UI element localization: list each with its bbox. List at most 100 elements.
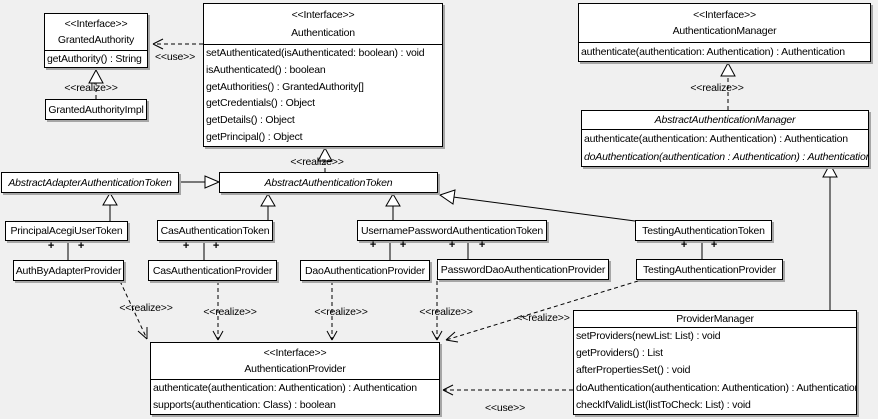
class-name: CasAuthenticationProvider [152,264,273,277]
realize-edge-testingauthenticationprovider[interactable] [445,280,639,343]
cas-authentication-token-class[interactable]: CasAuthenticationToken [157,220,273,241]
realize-edge-abstractauthenticationtoken[interactable] [317,146,333,172]
testing-authentication-provider-class[interactable]: TestingAuthenticationProvider [636,259,783,280]
stereotype-label: <<Interface>> [693,8,756,21]
edge-label-realize-authbyadapterprovider: <<realize>> [119,302,173,314]
class-name: TestingAuthenticationProvider [642,263,777,276]
method-label: doAuthentication(authentication: Authent… [576,381,856,394]
association-plus-mark: + [478,239,486,251]
edge-label-use-authentication-grantedauthority: <<use>> [154,51,196,63]
realize-edge-abstractauthenticationmanager[interactable] [720,61,736,110]
association-plus-mark: + [710,239,718,251]
class-name: UsernamePasswordAuthenticationToken [360,224,544,237]
use-edge-providermanager-authenticationprovider[interactable] [442,384,573,396]
method-label: supports(authentication: Class) : boolea… [153,399,336,411]
association-plus-mark: + [182,240,190,252]
association-plus-mark: + [680,239,688,251]
realize-edge-passworddaoauthenticationprovider[interactable] [431,281,443,341]
class-header: AuthByAdapterProvider [14,261,123,280]
realize-edge-casauthenticationprovider[interactable] [212,281,224,341]
method-label: getAuthorities() : GrantedAuthority[] [206,80,364,93]
realize-edge-grantedauthorityimpl[interactable] [88,68,104,99]
class-header: AbstractAuthenticationManager [582,111,868,129]
association-plus-mark: + [369,239,377,251]
method-label: setAuthenticated(isAuthenticated: boolea… [206,47,425,59]
stereotype-label: <<Interface>> [263,347,327,359]
password-dao-authentication-provider-class[interactable]: PasswordDaoAuthenticationProvider [437,259,609,280]
class-header: AbstractAdapterAuthenticationToken [2,173,178,192]
edge-label-use-providermanager-authenticationprovider: <<use>> [484,402,526,414]
generalization-edge-usernamepasswordtoken[interactable] [385,193,401,220]
association-plus-mark: + [399,239,407,251]
class-header: PasswordDaoAuthenticationProvider [438,260,608,279]
association-plus-mark: + [47,240,55,252]
realize-edge-authbyadapterprovider[interactable] [119,280,148,340]
method-compartment: authenticate(authentication: Authenticat… [151,379,439,415]
abstract-authentication-manager-class[interactable]: AbstractAuthenticationManager authenticat… [581,110,869,167]
class-name: AbstractAuthenticationToken [264,176,393,189]
method-compartment: authenticate(authentication: Authenticat… [582,129,868,167]
principal-acegi-user-token-class[interactable]: PrincipalAcegiUserToken [5,221,128,241]
cas-authentication-provider-class[interactable]: CasAuthenticationProvider [148,260,277,281]
class-name: DaoAuthenticationProvider [305,264,425,277]
generalization-edge-casauthenticationtoken[interactable] [260,193,276,220]
generalization-edge-principalacegiusertoken[interactable] [102,192,118,221]
class-name: AuthByAdapterProvider [15,264,122,277]
edge-label-realize-testingauthenticationprovider: <<realize>> [516,312,570,324]
class-name: PrincipalAcegiUserToken [10,225,123,237]
method-label: getDetails() : Object [206,114,295,127]
stereotype-label: <<Interface>> [64,18,128,30]
testing-authentication-token-class[interactable]: TestingAuthenticationToken [635,220,772,241]
generalization-edge-providermanager[interactable] [822,162,838,310]
granted-authority-class[interactable]: <<Interface>>GrantedAuthority getAuthorit… [44,13,148,68]
class-name: ProviderManager [676,313,754,325]
method-label: getAuthority() : String [47,53,142,65]
edge-label-realize-abstractauthenticationmanager: <<realize>> [690,82,744,94]
generalization-edge-abstractadapter-token[interactable] [179,175,221,189]
edge-label-realize-passworddaoauthenticationprovider: <<realize>> [419,306,473,318]
class-header: CasAuthenticationProvider [149,261,276,280]
association-plus-mark: + [77,240,85,252]
edge-label-realize-grantedauthorityimpl: <<realize>> [64,82,118,94]
class-name: CasAuthenticationToken [160,224,270,237]
class-name: PasswordDaoAuthenticationProvider [440,263,606,276]
username-password-authentication-token-class[interactable]: UsernamePasswordAuthenticationToken [357,220,547,241]
class-header: GrantedAuthorityImpl [46,100,146,119]
class-name: Authentication [291,26,355,39]
class-header: <<Interface>> AuthenticationManager [579,4,870,42]
method-label: doAuthentication(authentication : Authen… [584,151,868,163]
class-header: AbstractAuthenticationToken [220,173,437,192]
method-label: getCredentials() : Object [206,97,315,110]
edge-label-realize-abstractauthenticationtoken: <<realize>> [290,156,344,168]
abstract-adapter-authentication-token-class[interactable]: AbstractAdapterAuthenticationToken [1,172,179,193]
dao-authentication-provider-class[interactable]: DaoAuthenticationProvider [300,260,430,281]
class-name: AuthenticationManager [672,25,777,38]
edge-label-realize-casauthenticationprovider: <<realize>> [203,306,257,318]
class-header: <<Interface>> Authentication [204,4,442,44]
authentication-provider-class[interactable]: <<Interface>> AuthenticationProvider authe… [150,342,440,415]
class-name: TestingAuthenticationToken [642,224,765,237]
auth-by-adapter-provider-class[interactable]: AuthByAdapterProvider [13,260,124,281]
abstract-authentication-token-class[interactable]: AbstractAuthenticationToken [219,172,438,193]
class-name: AuthenticationProvider [244,363,346,375]
association-plus-mark: + [448,239,456,251]
method-label: authenticate(authentication: Authenticat… [584,133,848,145]
stereotype-label: <<Interface>> [291,9,355,22]
method-label: getPrincipal() : Object [206,131,303,144]
use-edge-authentication-grantedauthority[interactable] [152,38,203,50]
class-header: <<Interface>> AuthenticationProvider [151,343,439,379]
realize-edge-daoauthenticationprovider[interactable] [326,281,338,341]
class-header: CasAuthenticationToken [158,221,272,240]
class-header: UsernamePasswordAuthenticationToken [358,221,546,240]
class-header: <<Interface>>GrantedAuthority [45,14,147,50]
authentication-class[interactable]: <<Interface>> Authentication setAuthentica… [203,3,443,147]
class-name: GrantedAuthorityImpl [48,103,144,116]
generalization-edge-testingauthenticationtoken[interactable] [438,189,636,222]
edge-label-realize-daoauthenticationprovider: <<realize>> [314,306,368,318]
method-label: authenticate(authentication: Authenticat… [153,382,417,394]
granted-authority-impl-class[interactable]: GrantedAuthorityImpl [45,99,147,120]
